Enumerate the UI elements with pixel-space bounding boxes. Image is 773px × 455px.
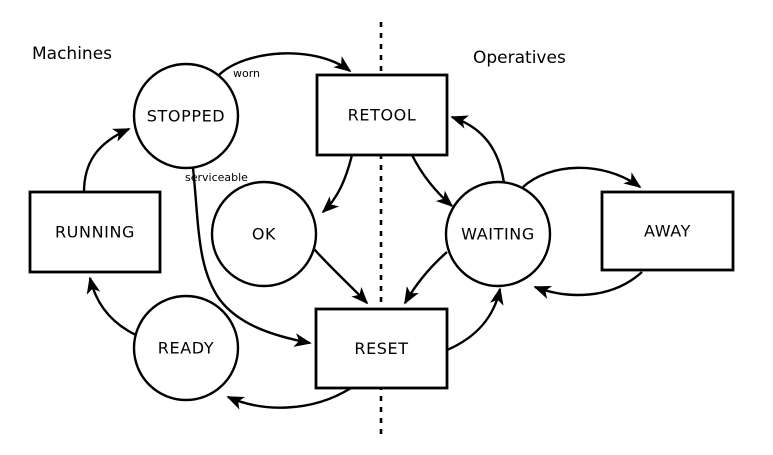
edge-reset-to-ready <box>226 386 352 410</box>
edge-stopped-to-reset <box>191 167 312 347</box>
edge-ready-to-running <box>86 276 137 337</box>
ready-circle <box>132 294 240 402</box>
reset-box <box>314 307 449 390</box>
retool-box <box>315 73 449 157</box>
edge-waiting-to-away <box>522 166 642 189</box>
ok-circle <box>210 180 318 288</box>
node-running: RUNNING <box>28 190 162 274</box>
edge-away-to-waiting <box>533 271 643 299</box>
edge-waiting-to-retool <box>450 115 506 184</box>
edge-waiting-to-reset <box>403 251 448 305</box>
node-ok: OK <box>210 180 318 288</box>
stopped-circle <box>132 62 240 170</box>
edge-reset-to-waiting <box>446 287 504 352</box>
edge-stopped-to-retool <box>218 52 352 76</box>
edge-label-stopped-to-retool: worn <box>233 67 260 80</box>
node-stopped: STOPPED <box>132 62 240 170</box>
node-reset: RESET <box>314 307 449 390</box>
node-label-running: RUNNING <box>55 223 135 242</box>
node-ready: READY <box>132 294 240 402</box>
node-label-reset: RESET <box>354 339 408 358</box>
edge-ok-to-reset <box>313 248 369 305</box>
node-label-waiting: WAITING <box>461 225 535 244</box>
away-box <box>600 190 735 272</box>
node-away: AWAY <box>600 190 735 272</box>
edge-retool-to-waiting <box>410 154 454 208</box>
node-retool: RETOOL <box>315 73 449 157</box>
edge-label-stopped-to-reset: serviceable <box>185 171 248 184</box>
region-label-operatives: Operatives <box>473 48 566 68</box>
node-label-retool: RETOOL <box>348 106 417 125</box>
node-label-ready: READY <box>158 339 214 358</box>
edge-running-to-stopped <box>82 127 131 193</box>
node-waiting: WAITING <box>444 180 552 288</box>
node-label-away: AWAY <box>644 222 691 241</box>
region-label-machines: Machines <box>32 44 112 64</box>
running-box <box>28 190 162 274</box>
edge-retool-to-ok <box>321 154 354 214</box>
node-label-ok: OK <box>252 225 276 244</box>
node-label-stopped: STOPPED <box>147 107 225 126</box>
waiting-circle <box>444 180 552 288</box>
